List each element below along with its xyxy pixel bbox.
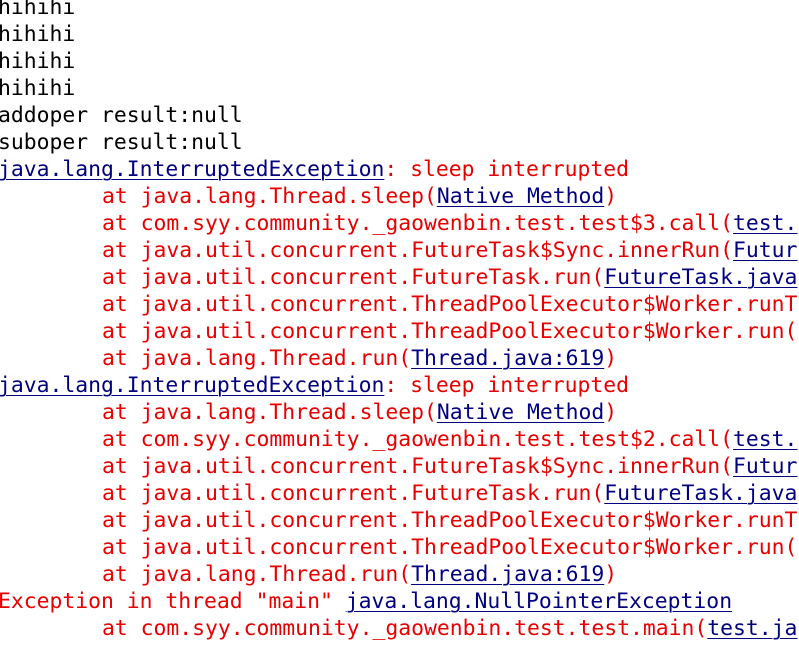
console-line: hihihi (0, 0, 799, 21)
output-text: hihihi (0, 0, 76, 20)
error-text: at com.syy.community._gaowenbin.test.tes… (102, 616, 708, 641)
source-link[interactable]: java.lang.NullPointerException (345, 589, 733, 614)
console-line: hihihi (0, 75, 799, 102)
error-text: at java.util.concurrent.ThreadPoolExecut… (102, 292, 798, 317)
stack-trace-line: at com.syy.community._gaowenbin.test.tes… (0, 210, 799, 237)
source-link[interactable]: Thread.java:619 (411, 562, 605, 587)
error-text: at java.util.concurrent.ThreadPoolExecut… (102, 508, 798, 533)
output-text: addoper result:null (0, 103, 243, 128)
error-text: : sleep interrupted (384, 373, 630, 398)
stack-trace-line: at com.syy.community._gaowenbin.test.tes… (0, 615, 799, 642)
source-link[interactable]: Native Method (436, 400, 605, 425)
error-text: at java.util.concurrent.FutureTask.run( (102, 265, 605, 290)
stack-trace-line: at java.util.concurrent.ThreadPoolExecut… (0, 507, 799, 534)
source-link[interactable]: Futur (733, 238, 798, 263)
source-link[interactable]: FutureTask.java (604, 265, 798, 290)
error-text: at com.syy.community._gaowenbin.test.tes… (102, 427, 734, 452)
stack-trace-line: at java.lang.Thread.sleep(Native Method) (0, 183, 799, 210)
source-link[interactable]: Futur (733, 454, 798, 479)
stack-trace-line: at java.util.concurrent.ThreadPoolExecut… (0, 318, 799, 345)
error-text: ) (604, 400, 618, 425)
source-link[interactable]: FutureTask.java (604, 481, 798, 506)
error-text: ) (604, 346, 618, 371)
output-text: hihihi (0, 22, 76, 47)
error-text: at com.syy.community._gaowenbin.test.tes… (102, 211, 734, 236)
error-text: at java.lang.Thread.sleep( (102, 184, 437, 209)
console-line: java.lang.InterruptedException: sleep in… (0, 156, 799, 183)
error-text: at java.util.concurrent.FutureTask.run( (102, 481, 605, 506)
output-text: suboper result:null (0, 130, 243, 155)
error-text: : sleep interrupted (384, 157, 630, 182)
error-text: at java.util.concurrent.ThreadPoolExecut… (102, 535, 798, 560)
console-line: hihihi (0, 48, 799, 75)
error-text: ) (604, 562, 618, 587)
stack-trace-line: at java.lang.Thread.run(Thread.java:619) (0, 561, 799, 588)
error-text: at java.util.concurrent.FutureTask$Sync.… (102, 238, 734, 263)
stack-trace-line: at java.util.concurrent.FutureTask.run(F… (0, 264, 799, 291)
error-text: at java.util.concurrent.ThreadPoolExecut… (102, 319, 798, 344)
error-text: ) (604, 184, 618, 209)
output-text: hihihi (0, 76, 76, 101)
source-link[interactable]: java.lang.InterruptedException (0, 373, 385, 398)
source-link[interactable]: test. (733, 211, 798, 236)
console-line: suboper result:null (0, 129, 799, 156)
stack-trace-line: at java.lang.Thread.sleep(Native Method) (0, 399, 799, 426)
stack-trace-line: at java.lang.Thread.run(Thread.java:619) (0, 345, 799, 372)
stack-trace-line: at java.util.concurrent.ThreadPoolExecut… (0, 291, 799, 318)
error-text: at java.lang.Thread.sleep( (102, 400, 437, 425)
error-text: Exception in thread "main" (0, 589, 346, 614)
error-text: at java.lang.Thread.run( (102, 562, 412, 587)
stack-trace-line: at java.util.concurrent.FutureTask.run(F… (0, 480, 799, 507)
source-link[interactable]: test. (733, 427, 798, 452)
console-line: hihihi (0, 21, 799, 48)
stack-trace-line: at java.util.concurrent.ThreadPoolExecut… (0, 534, 799, 561)
console-line: addoper result:null (0, 102, 799, 129)
source-link[interactable]: Thread.java:619 (411, 346, 605, 371)
output-text: hihihi (0, 49, 76, 74)
source-link[interactable]: Native Method (436, 184, 605, 209)
stack-trace-line: at com.syy.community._gaowenbin.test.tes… (0, 426, 799, 453)
console-line: Exception in thread "main" java.lang.Nul… (0, 588, 799, 615)
stack-trace-line: at java.util.concurrent.FutureTask$Sync.… (0, 237, 799, 264)
error-text: at java.util.concurrent.FutureTask$Sync.… (102, 454, 734, 479)
source-link[interactable]: java.lang.InterruptedException (0, 157, 385, 182)
stack-trace-line: at java.util.concurrent.FutureTask$Sync.… (0, 453, 799, 480)
error-text: at java.lang.Thread.run( (102, 346, 412, 371)
console-line: java.lang.InterruptedException: sleep in… (0, 372, 799, 399)
source-link[interactable]: test.ja (707, 616, 798, 641)
